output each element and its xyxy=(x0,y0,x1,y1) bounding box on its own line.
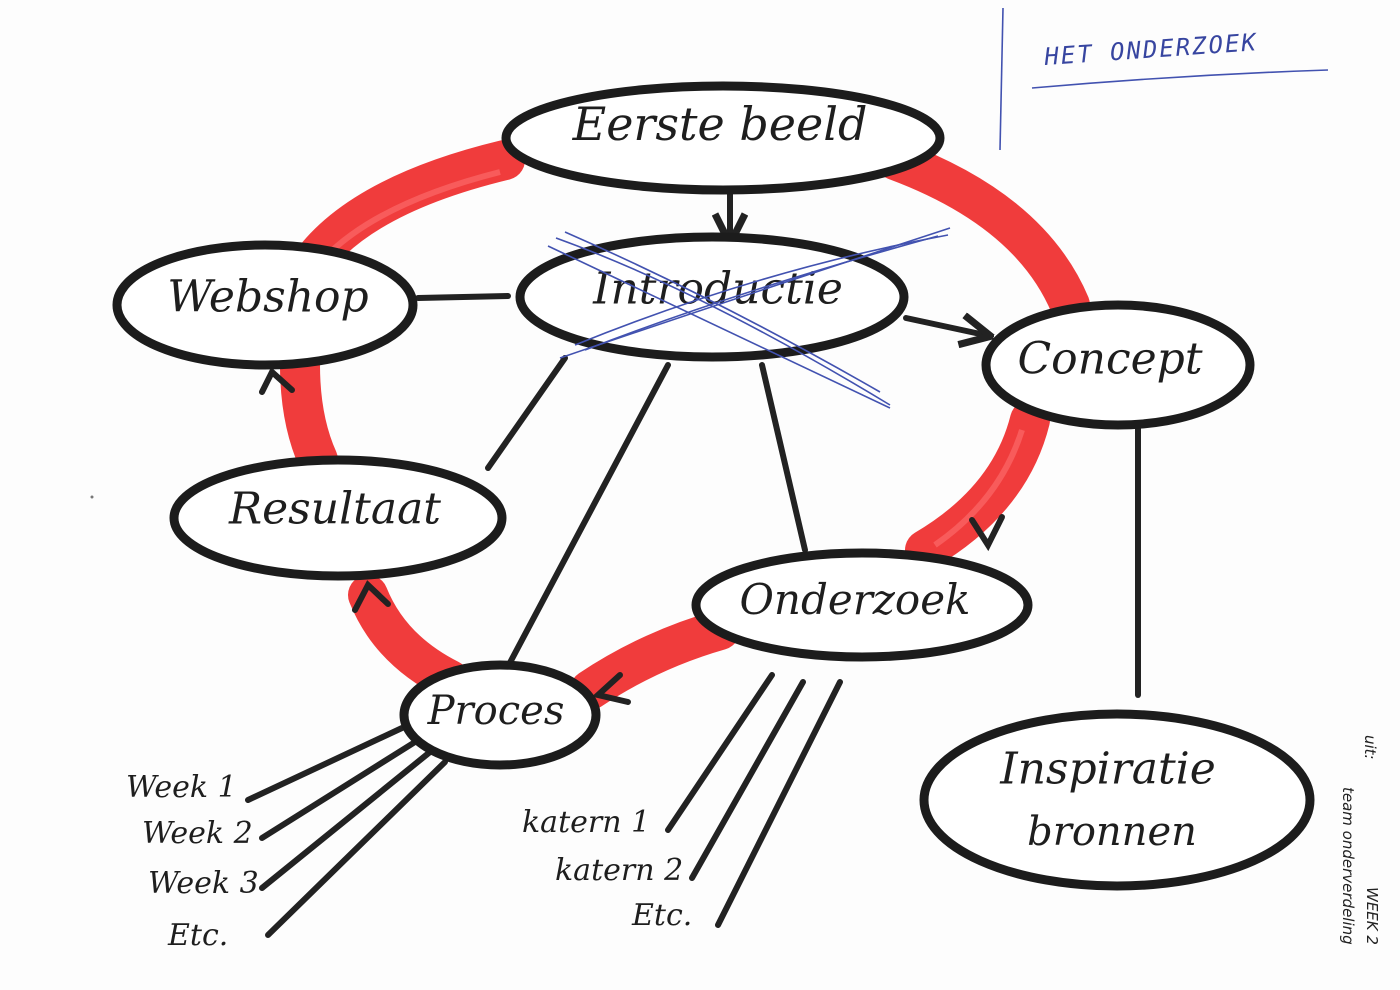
node-concept-shape xyxy=(981,300,1255,430)
node-webshop-label: Webshop xyxy=(167,272,368,323)
connector-webshop-introductie xyxy=(415,293,511,301)
onderzoek-fan-lines xyxy=(665,672,843,928)
cycle-arc-resultaat-webshop xyxy=(280,345,338,480)
node-resultaat: Resultaat xyxy=(169,455,507,581)
node-eerste-beeld-label: Eerste beeld xyxy=(572,97,868,151)
onderzoek-item-katern2: katern 2 xyxy=(555,853,683,888)
node-onderzoek: Onderzoek xyxy=(691,548,1033,662)
connector-introductie-onderzoek xyxy=(759,362,808,553)
arrowhead-to-webshop xyxy=(259,367,295,395)
onderzoek-item-katern1: katern 1 xyxy=(522,805,650,840)
node-onderzoek-shape xyxy=(691,548,1033,662)
cycle-arc-highlight-2 xyxy=(933,429,1025,548)
node-proces-shape xyxy=(399,660,601,770)
cycle-arc-onderzoek-proces xyxy=(570,610,740,710)
node-onderzoek-label: Onderzoek xyxy=(739,575,970,624)
onderzoek-item-etc: Etc. xyxy=(631,898,692,933)
onderzoek-line-katern1 xyxy=(665,672,775,833)
node-concept-label: Concept xyxy=(1017,334,1202,385)
header-underline xyxy=(1031,69,1329,89)
node-webshop-shape xyxy=(112,240,418,370)
proces-fan-lines xyxy=(245,725,448,938)
cycle-arc-proces-resultaat xyxy=(348,575,470,700)
node-introductie-label: Introductie xyxy=(592,264,843,315)
cycle-arc-eerste-concept xyxy=(875,140,1090,325)
node-inspiratie: Inspiratie bronnen xyxy=(919,709,1315,891)
proces-line-week2 xyxy=(259,739,418,841)
side-note-line3: team onderverdeling xyxy=(1339,787,1357,945)
node-inspiratie-shape xyxy=(919,709,1315,891)
node-inspiratie-label-line1: Inspiratie xyxy=(999,744,1216,795)
proces-item-etc: Etc. xyxy=(167,918,228,953)
node-introductie: Introductie xyxy=(515,227,951,409)
node-proces-label: Proces xyxy=(427,688,565,734)
proces-item-week2: Week 2 xyxy=(142,816,253,851)
proces-items: Week 1 Week 2 Week 3 Etc. xyxy=(126,770,259,953)
proces-line-etc xyxy=(265,759,448,938)
crossout-scribble xyxy=(547,227,951,409)
node-resultaat-label: Resultaat xyxy=(228,484,441,535)
proces-line-week1 xyxy=(245,725,405,803)
arrowhead-to-resultaat xyxy=(352,580,391,613)
onderzoek-line-katern2 xyxy=(689,679,806,881)
connector-introductie-proces xyxy=(502,362,671,675)
side-note: uit: WEEK 2 team onderverdeling xyxy=(1339,735,1381,945)
node-eerste-beeld: Eerste beeld xyxy=(501,81,945,195)
cycle-arrowheads xyxy=(259,367,1005,705)
node-eerste-beeld-shape xyxy=(501,81,945,195)
proces-line-week3 xyxy=(259,749,433,891)
node-concept: Concept xyxy=(981,300,1255,430)
arrowhead-to-onderzoek xyxy=(969,514,1005,552)
header-title: HET ONDERZOEK xyxy=(1042,28,1258,71)
node-resultaat-shape xyxy=(169,455,507,581)
onderzoek-items: katern 1 katern 2 Etc. xyxy=(522,805,692,933)
header-divider-line xyxy=(999,7,1004,151)
arrowhead-to-proces xyxy=(591,672,631,705)
node-webshop: Webshop xyxy=(112,240,418,370)
proces-item-week3: Week 3 xyxy=(148,866,259,901)
side-note-line1: uit: xyxy=(1361,735,1379,760)
proces-item-week1: Week 1 xyxy=(126,770,237,805)
paper-speck xyxy=(90,495,94,499)
connector-introductie-resultaat xyxy=(485,355,568,471)
connector-introductie-concept xyxy=(903,318,985,335)
connectors xyxy=(415,189,1141,698)
header-frame: HET ONDERZOEK xyxy=(999,7,1329,151)
node-inspiratie-label-line2: bronnen xyxy=(1027,809,1197,855)
side-note-line2: WEEK 2 xyxy=(1363,887,1381,945)
node-proces: Proces xyxy=(399,660,601,770)
onderzoek-line-etc xyxy=(715,679,843,928)
